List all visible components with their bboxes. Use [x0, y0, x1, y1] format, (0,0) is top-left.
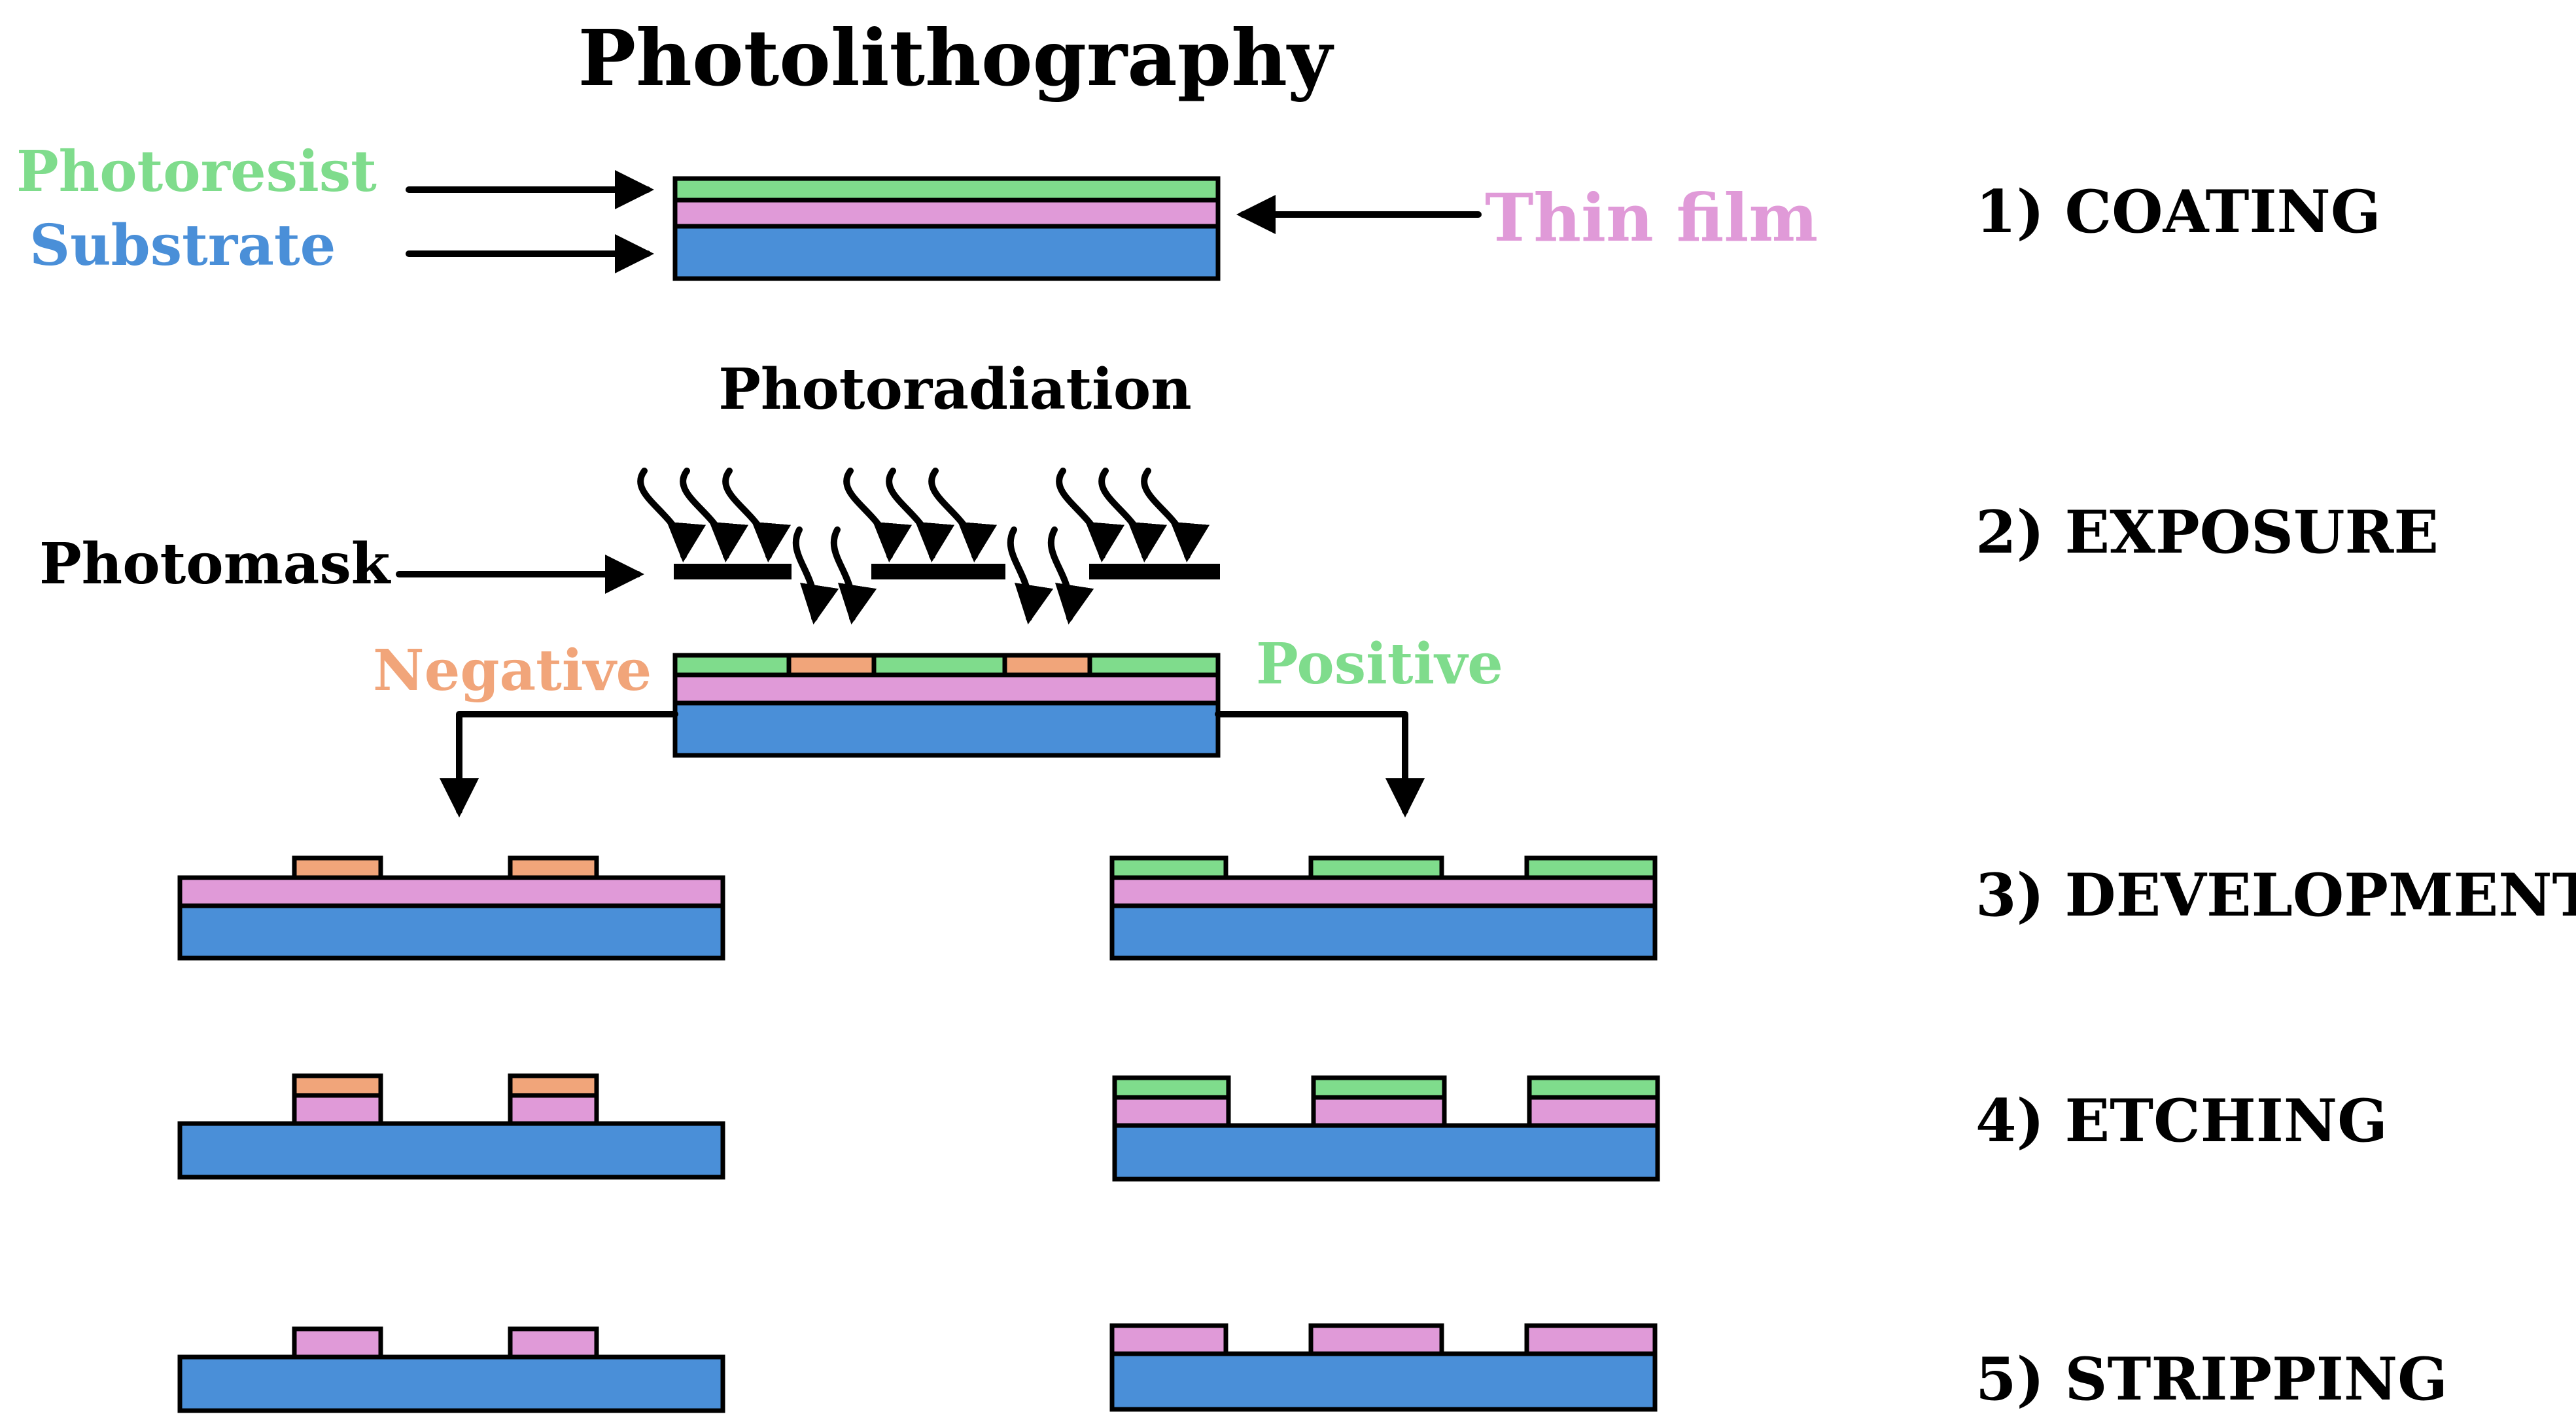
diagram-title: Photolithography	[578, 12, 1334, 103]
coating-substrate-layer	[672, 224, 1221, 281]
positive-thin-film-layer	[1109, 875, 1658, 908]
positive-substrate-layer	[1109, 1351, 1658, 1412]
exposure-photoresist-segment	[1087, 653, 1221, 678]
exposure-stack	[672, 653, 1221, 758]
negative-resist-block	[292, 855, 383, 880]
positive-substrate-layer	[1112, 1123, 1660, 1182]
radiation-ray	[1056, 468, 1124, 562]
exposure-thin-film-layer	[672, 672, 1221, 706]
exposure-substrate-layer	[672, 700, 1221, 758]
radiation-ray	[928, 468, 997, 562]
negative-substrate-layer	[177, 903, 725, 961]
negative-substrate-layer	[177, 1121, 725, 1180]
radiation-ray	[830, 526, 877, 625]
exposure-exposed-resist-segment	[1002, 653, 1092, 678]
step-exposure-label: 2) EXPOSURE	[1976, 498, 2439, 567]
positive-thin-film-block	[1311, 1095, 1447, 1128]
radiation-ray	[843, 468, 912, 562]
positive-thin-film-block	[1109, 1323, 1228, 1356]
thin-film-label: Thin film	[1485, 179, 1818, 256]
negative-thin-film-block	[508, 1326, 599, 1360]
positive-label: Positive	[1256, 631, 1503, 697]
photoradiation-label: Photoradiation	[718, 356, 1191, 422]
exposure-exposed-resist-segment	[786, 653, 877, 678]
exposure-photoresist-segment	[672, 653, 792, 678]
positive-etching-stack	[1112, 1075, 1660, 1182]
positive-resist-block	[1524, 855, 1658, 880]
negative-thin-film-block	[292, 1093, 383, 1126]
negative-thin-film-block	[508, 1093, 599, 1126]
positive-thin-film-block	[1308, 1323, 1444, 1356]
positive-branch-arrow	[1215, 711, 1425, 817]
step-stripping-label: 5) STRIPPING	[1976, 1345, 2448, 1414]
radiation-ray	[722, 468, 791, 562]
negative-thin-film-layer	[177, 875, 725, 908]
exposure-photoresist-segment	[871, 653, 1007, 678]
radiation-ray	[792, 526, 839, 625]
substrate-label: Substrate	[29, 213, 336, 279]
positive-resist-block	[1527, 1075, 1660, 1100]
photoresist-label: Photoresist	[16, 139, 377, 205]
coating-photoresist-layer	[672, 176, 1221, 203]
radiation-ray	[886, 468, 954, 562]
radiation-ray	[637, 468, 706, 562]
negative-thin-film-block	[292, 1326, 383, 1360]
negative-resist-block	[292, 1073, 383, 1098]
step-development-label: 3) DEVELOPMENT	[1976, 861, 2576, 930]
photomask-segment	[871, 564, 1005, 579]
photoradiation-rays	[637, 468, 1210, 625]
negative-stripping-stack	[177, 1326, 725, 1413]
positive-thin-film-block	[1527, 1095, 1660, 1128]
positive-thin-film-block	[1112, 1095, 1231, 1128]
negative-etching-stack	[177, 1073, 725, 1180]
negative-resist-block	[508, 1073, 599, 1098]
photomask-segment	[674, 564, 792, 579]
positive-substrate-layer	[1109, 903, 1658, 961]
positive-development-stack	[1109, 855, 1658, 961]
negative-label: Negative	[373, 638, 652, 704]
negative-branch-arrow	[440, 711, 678, 817]
radiation-ray	[1007, 526, 1054, 625]
photomask-segment	[1089, 564, 1220, 579]
photomask-label: Photomask	[39, 531, 392, 597]
positive-thin-film-block	[1524, 1323, 1658, 1356]
positive-resist-block	[1112, 1075, 1231, 1100]
positive-stripping-stack	[1109, 1323, 1658, 1412]
step-etching-label: 4) ETCHING	[1976, 1086, 2388, 1156]
negative-resist-block	[508, 855, 599, 880]
coating-thin-film-layer	[672, 198, 1221, 229]
coating-stack	[672, 176, 1221, 281]
positive-resist-block	[1308, 855, 1444, 880]
negative-substrate-layer	[177, 1354, 725, 1413]
radiation-ray	[680, 468, 748, 562]
step-coating-label: 1) COATING	[1976, 177, 2381, 247]
positive-resist-block	[1311, 1075, 1447, 1100]
positive-resist-block	[1109, 855, 1228, 880]
photomask	[674, 564, 1220, 579]
negative-development-stack	[177, 855, 725, 961]
radiation-ray	[1141, 468, 1210, 562]
radiation-ray	[1047, 526, 1094, 625]
radiation-ray	[1098, 468, 1167, 562]
